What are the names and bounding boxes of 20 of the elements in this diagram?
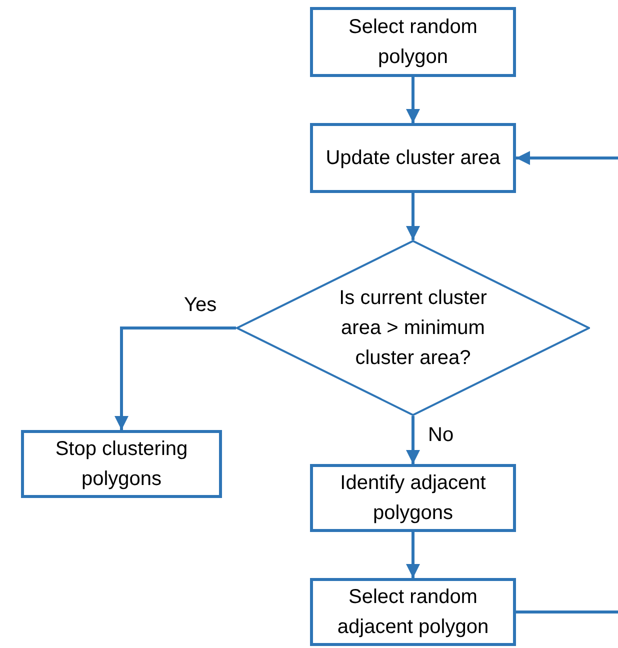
arrow [406, 416, 420, 464]
edge-label: No [428, 424, 454, 447]
process-box [310, 578, 516, 646]
arrow [114, 326, 236, 430]
step-label: Update cluster area [324, 146, 502, 171]
arrow [516, 151, 618, 165]
arrow [406, 77, 420, 123]
step-label: Identify adjacent polygons [339, 471, 487, 526]
process-box [310, 464, 516, 532]
step-label: Select random polygon [348, 15, 478, 70]
step-label: Select random adjacent polygon [336, 585, 490, 640]
process-box [21, 430, 222, 498]
process-box [310, 123, 516, 193]
step-label: Is current cluster area > minimum cluster area? [338, 286, 488, 371]
arrow [406, 193, 420, 240]
step-label: Stop clustering polygons [54, 437, 189, 492]
decision-diamond [236, 240, 590, 416]
process-box [310, 7, 516, 77]
arrow [406, 532, 420, 578]
edge-label: Yes [184, 294, 217, 317]
